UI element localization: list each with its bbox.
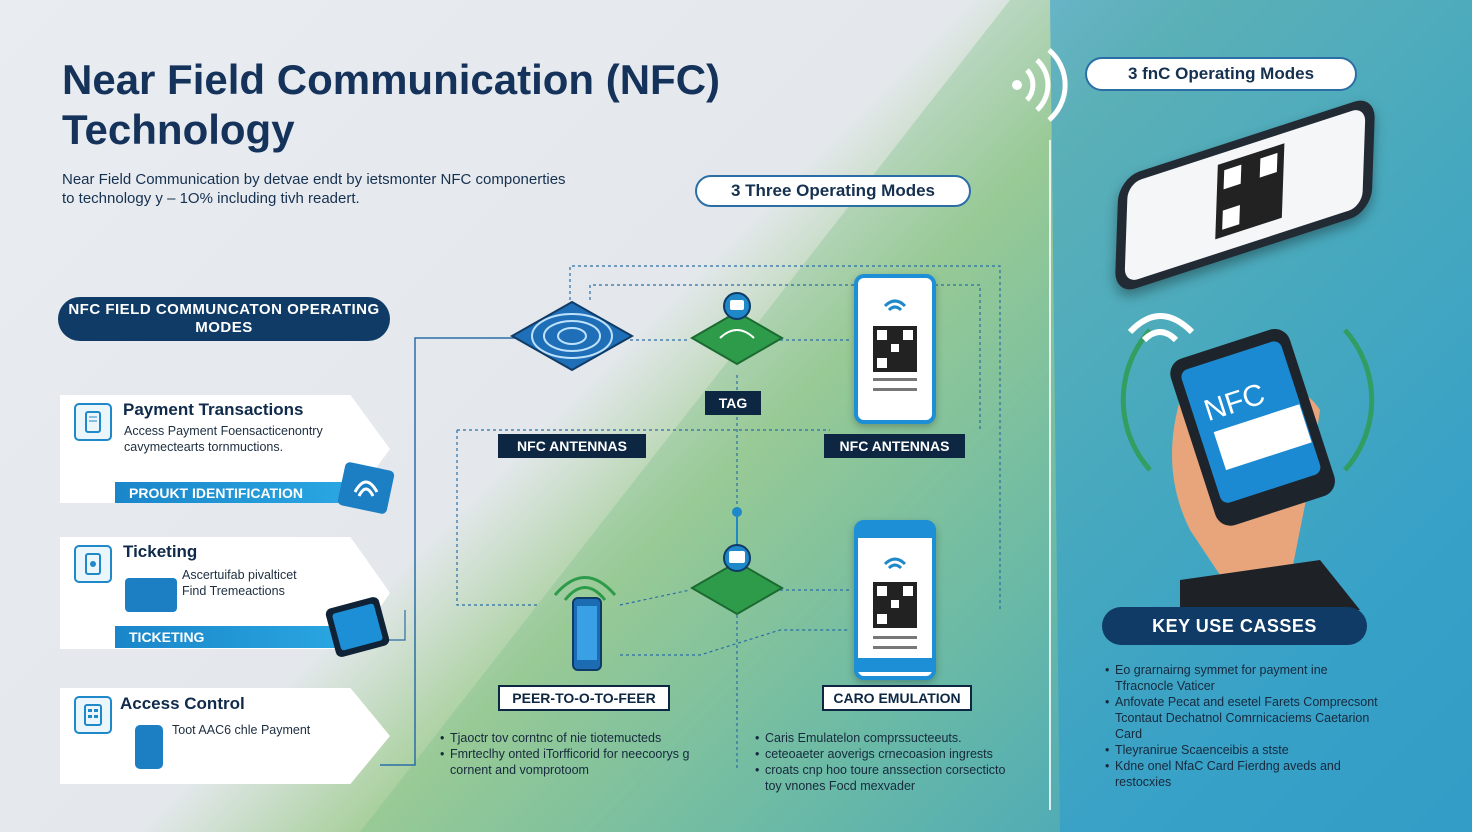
card-access-control[interactable]: Access Control Toot AAC6 chle Payment (60, 688, 390, 784)
operating-modes-pill-right: 3 fnC Operating Modes (1085, 57, 1357, 91)
page-subtitle: Near Field Communication by detvae endt … (62, 171, 566, 207)
label-tag: TAG (705, 391, 761, 415)
card-band: PROUKT IDENTIFICATION (115, 482, 349, 503)
card-title: Payment Transactions (123, 400, 304, 419)
label-nfc-antennas-right: NFC ANTENNAS (824, 434, 965, 458)
nfc-card-icon (337, 462, 395, 514)
operating-modes-pill: 3 Three Operating Modes (695, 175, 971, 207)
bullet-item: Fmrteclhy onted iTorfficorid for neecoor… (440, 746, 730, 778)
bullet-item: croats cnp hoo toure anssection corsecti… (755, 762, 1025, 794)
card-text: Ascertuifab pivalticet Find Tremeactions (182, 568, 297, 598)
use-case-item: Tleyranirue Scaenceibis a stste (1105, 742, 1385, 758)
peer-phone-wifi (553, 576, 617, 671)
use-case-item: Eo grarnairng symmet for payment ine Tfr… (1105, 662, 1385, 694)
card-title: Ticketing (123, 542, 198, 561)
label-card-emulation: CARO EMULATION (822, 685, 972, 711)
ticket-phone-icon (74, 545, 112, 583)
card-text: Toot AAC6 chle Payment (172, 723, 311, 737)
access-keypad-icon (135, 725, 163, 769)
use-case-item: Anfovate Pecat and esetel Farets Comprec… (1105, 694, 1385, 742)
bullet-item: ceteoaeter aoverigs crnecoasion ingrests (755, 746, 1025, 762)
key-use-cases-list: Eo grarnairng symmet for payment ine Tfr… (1105, 662, 1385, 790)
use-case-item: Kdne onel NfaC Card Fierdng aveds and re… (1105, 758, 1385, 790)
label-nfc-antennas-left: NFC ANTENNAS (498, 434, 646, 458)
hand-holding-phone: NFC (1127, 313, 1360, 610)
keypad-icon (74, 696, 112, 734)
modes-header-pill: NFC FIELD COMMUNCATON OPERATING MODES (58, 297, 390, 341)
card-bullet-list: Caris Emulatelon comprssucteeuts. ceteoa… (755, 730, 1025, 794)
card-payment-transactions[interactable]: Payment Transactions Access Payment Foen… (60, 395, 390, 503)
smartphone-qr-top (854, 274, 936, 424)
card-band: TICKETING (115, 626, 349, 648)
bullet-item: Caris Emulatelon comprssucteeuts. (755, 730, 1025, 746)
card-title: Access Control (120, 694, 245, 713)
phone-icon (74, 403, 112, 441)
peer-bullet-list: Tjaoctr tov corntnc of nie tiotemucteds … (440, 730, 730, 778)
p2p-chip (690, 544, 784, 616)
nfc-tag-chip (690, 292, 784, 366)
smartphone-qr-bottom (854, 520, 936, 680)
key-use-cases-header: KEY USE CASSES (1102, 607, 1367, 645)
bullet-item: Tjaoctr tov corntnc of nie tiotemucteds (440, 730, 730, 746)
ticket-icon (125, 578, 177, 612)
page-title: Near Field Communication (NFC) Technolog… (62, 56, 721, 153)
wifi-signal-icon (1012, 48, 1068, 122)
label-peer-to-peer: PEER-TO-O-TO-FEER (498, 685, 670, 711)
nfc-antenna-chip (510, 300, 635, 372)
card-text: Access Payment Foensacticenontry cavymec… (124, 424, 323, 454)
